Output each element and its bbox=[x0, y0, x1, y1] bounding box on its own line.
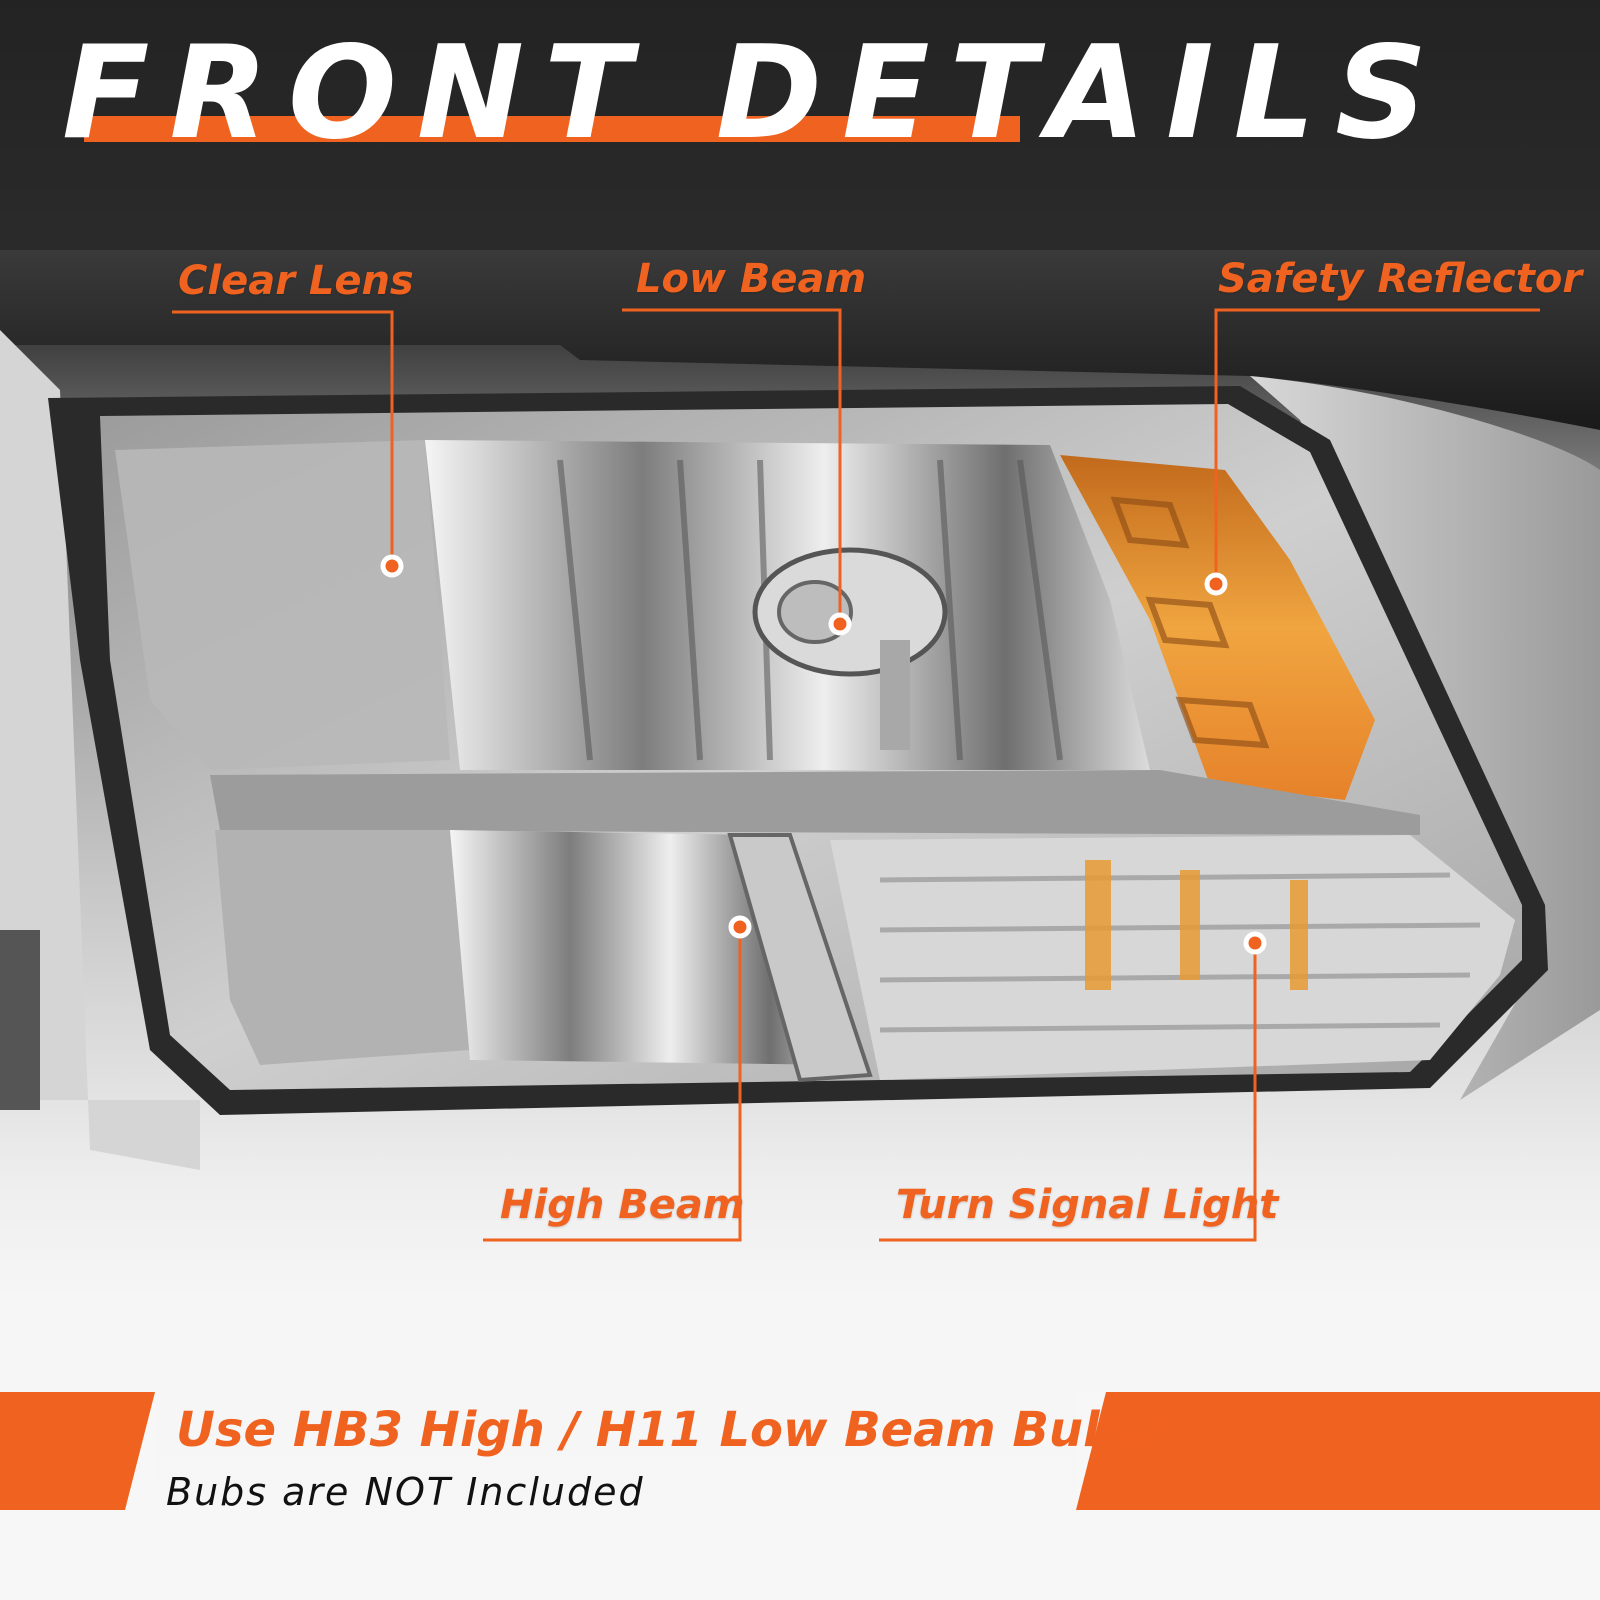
label-clear-lens: Clear Lens bbox=[178, 258, 414, 304]
banner-right-cut bbox=[1076, 1392, 1106, 1510]
label-high-beam: High Beam bbox=[500, 1182, 745, 1228]
banner-left-cut bbox=[125, 1392, 155, 1510]
bulb-note-main: Use HB3 High / H11 Low Beam Bulbs bbox=[176, 1402, 1163, 1458]
banner-accent-right bbox=[1076, 1392, 1600, 1510]
bulb-note-sub: Bubs are NOT Included bbox=[166, 1470, 645, 1514]
title-underline bbox=[84, 116, 1020, 142]
label-low-beam: Low Beam bbox=[636, 256, 867, 302]
label-safety-reflector: Safety Reflector bbox=[1218, 256, 1583, 302]
label-turn-signal-light: Turn Signal Light bbox=[896, 1182, 1279, 1228]
page-title: FRONT DETAILS bbox=[62, 19, 1448, 168]
